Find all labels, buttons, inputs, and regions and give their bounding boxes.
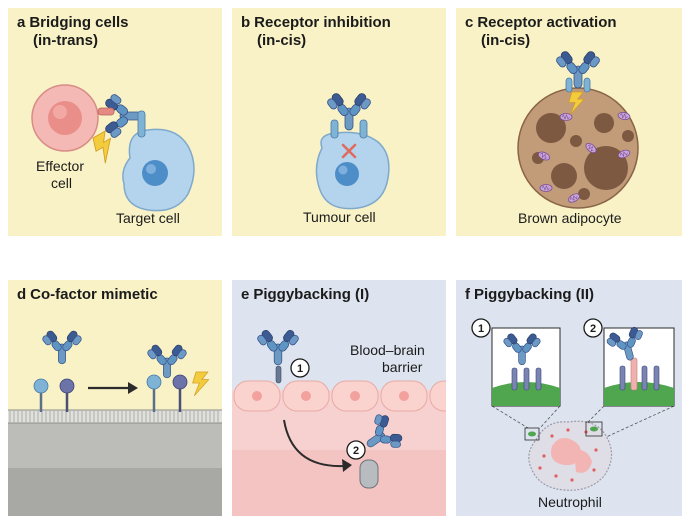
- step-2-badge: [346, 440, 366, 460]
- inhibition-x-icon: [341, 143, 357, 159]
- tumour-cell-label: Tumour cell: [303, 209, 376, 225]
- panel-title-text: Receptor activation: [477, 14, 617, 31]
- effector-label: Effector: [36, 158, 84, 174]
- step-2-number: 2: [353, 445, 359, 457]
- brown-adipocyte-label: Brown adipocyte: [518, 210, 622, 226]
- lipid-droplet: [584, 146, 628, 190]
- effector-label-2: cell: [51, 175, 73, 191]
- lipid-droplet: [570, 135, 582, 147]
- receptor-icon: [583, 77, 591, 93]
- panel-letter: f: [465, 286, 470, 303]
- barrier-label: Blood–brain: [350, 342, 425, 358]
- step-1-number: 1: [297, 363, 303, 375]
- lightning-icon: [192, 371, 210, 397]
- step-2-badge: [583, 318, 603, 338]
- zoom-lines: [491, 405, 675, 439]
- panel-title-text: Receptor inhibition: [254, 14, 391, 31]
- panel-letter: d: [17, 286, 27, 303]
- antibody-icon: [103, 92, 143, 140]
- lipid-droplet: [578, 188, 590, 200]
- arrow-icon: [88, 382, 138, 394]
- membrane-lipids: [9, 411, 219, 422]
- panel-subtitle: (in-cis): [481, 32, 531, 49]
- inhibition-illustration: [315, 91, 390, 210]
- neutrophil-nucleus: [551, 438, 581, 466]
- panel-title-text: Co-factor mimetic: [30, 286, 158, 303]
- target-nucleus: [142, 160, 168, 186]
- panel-letter: b: [241, 14, 251, 31]
- neutrophil-label: Neutrophil: [538, 494, 602, 510]
- panel-letter: a: [17, 14, 26, 31]
- receptor-icon: [565, 77, 573, 93]
- bbb-illustration: 1 2: [232, 280, 446, 516]
- activation-illustration: [517, 49, 639, 209]
- antibody-icon: [554, 49, 602, 89]
- lipid-droplet: [551, 163, 577, 189]
- receptor-complex: [359, 459, 379, 489]
- step-1-badge: [290, 358, 310, 378]
- step-2-number: 2: [590, 323, 596, 335]
- panel-title-text: Piggybacking (I): [253, 286, 370, 303]
- lipid-droplet: [622, 130, 634, 142]
- arrow-icon: [283, 419, 345, 468]
- panel-letter: e: [241, 286, 250, 303]
- bridging-illustration: [31, 84, 195, 212]
- tumour-nucleus: [335, 162, 359, 186]
- antibody-icon: [146, 343, 188, 379]
- effector-nucleus: [48, 101, 82, 135]
- panel-title-text: Bridging cells: [29, 14, 129, 31]
- receptor-icon: [511, 367, 542, 391]
- endothelial-cells: [233, 380, 446, 412]
- receptor-icon: [146, 374, 162, 412]
- barrier-label-2: barrier: [382, 359, 423, 375]
- mitochondrion-icon: [539, 184, 553, 192]
- target-cell-label: Target cell: [116, 210, 180, 226]
- receptor-icon: [172, 374, 188, 412]
- lipid-droplet: [594, 113, 614, 133]
- receptor-icon: [97, 107, 115, 116]
- receptor-icon: [33, 378, 49, 412]
- receptor-icon: [137, 110, 146, 138]
- lipid-droplet: [536, 113, 566, 143]
- panel-letter: c: [465, 14, 474, 31]
- cofactor-illustration: [8, 329, 222, 516]
- neutrophil-illustration: 1 2: [471, 318, 675, 491]
- step-1-number: 1: [478, 323, 484, 335]
- receptor-icon: [330, 119, 339, 139]
- mitochondrion-icon: [559, 113, 573, 121]
- panel-subtitle: (in-trans): [33, 32, 98, 49]
- step-1-badge: [471, 318, 491, 338]
- receptor-icon: [630, 357, 638, 391]
- receptor-icon: [359, 119, 368, 139]
- antibody-icon: [41, 329, 83, 365]
- receptor-icon: [275, 365, 282, 384]
- panel-subtitle: (in-cis): [257, 32, 307, 49]
- membrane: [8, 410, 222, 423]
- receptor-icon: [59, 378, 75, 412]
- receptor-icon: [619, 365, 660, 391]
- panel-title-text: Piggybacking (II): [474, 286, 595, 303]
